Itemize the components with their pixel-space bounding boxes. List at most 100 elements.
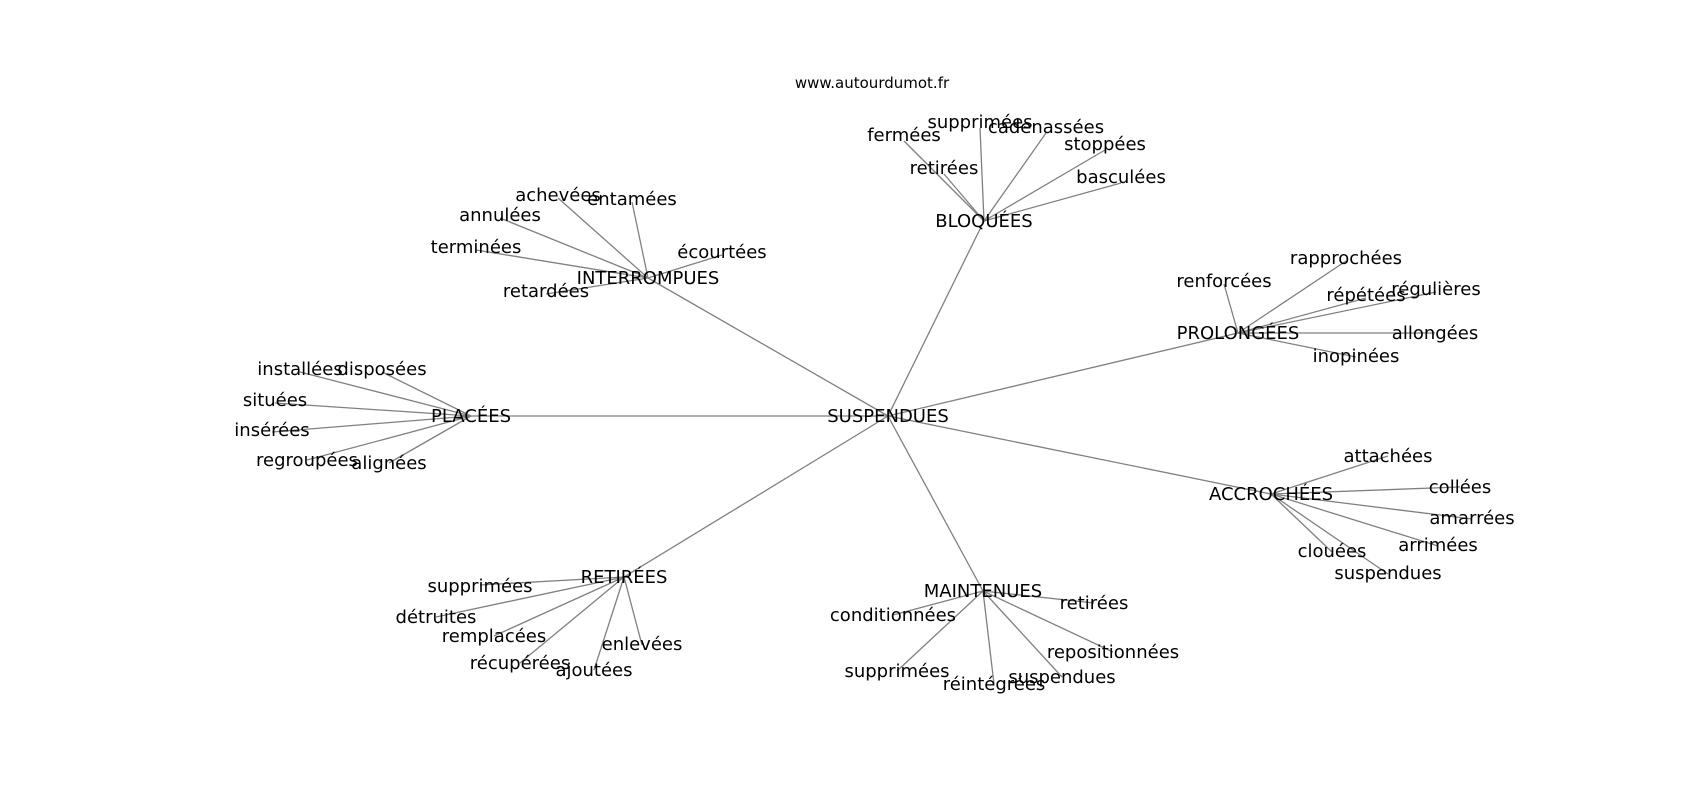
edge-prolongees-repetees xyxy=(1237,297,1367,334)
node-leaf-inopinees[interactable]: inopinées xyxy=(1313,346,1400,367)
node-leaf-repetees[interactable]: répétées xyxy=(1326,285,1405,306)
node-leaf-supprimees[interactable]: supprimées xyxy=(844,661,949,682)
node-leaf-suspendues[interactable]: suspendues xyxy=(1334,563,1441,584)
edge-retirees-recuperees xyxy=(519,576,625,664)
site-credit: www.autourdumot.fr xyxy=(795,74,950,92)
node-leaf-ajoutees[interactable]: ajoutées xyxy=(555,660,632,681)
edge-placees-inserees xyxy=(271,415,472,433)
edge-placees-situees xyxy=(274,402,472,417)
edge-root-accrochees xyxy=(887,415,1272,495)
node-leaf-rapprochees[interactable]: rapprochées xyxy=(1290,248,1402,269)
edge-prolongees-inopinees xyxy=(1237,332,1357,358)
node-leaf-remplacees[interactable]: remplacées xyxy=(442,626,547,647)
graph-edges xyxy=(271,127,1473,685)
edge-maintenues-conditionnees xyxy=(892,590,984,616)
edge-interrompues-annulees xyxy=(499,217,649,279)
edge-root-bloquees xyxy=(887,220,985,417)
edge-maintenues-retirees xyxy=(982,590,1095,604)
edge-placees-regroupees xyxy=(306,415,472,461)
node-leaf-stoppees[interactable]: stoppées xyxy=(1064,134,1146,155)
edge-accrochees-suspendues xyxy=(1270,493,1389,575)
edge-interrompues-achevees xyxy=(557,197,649,279)
edge-root-prolongees xyxy=(887,332,1239,417)
node-leaf-inserees[interactable]: insérées xyxy=(234,420,309,441)
edge-retirees-detruites xyxy=(435,576,625,618)
edge-placees-alignees xyxy=(388,415,472,464)
edge-bloquees-retirees xyxy=(943,173,985,222)
node-leaf-enlevees[interactable]: enlevées xyxy=(602,634,683,655)
edge-maintenues-reintegrees xyxy=(982,590,995,685)
edge-interrompues-retardees xyxy=(545,277,649,295)
node-leaf-ecourtees[interactable]: écourtées xyxy=(677,242,766,263)
edge-root-retirees xyxy=(623,415,889,578)
edge-accrochees-attachees xyxy=(1270,455,1389,495)
node-hub-interrompues[interactable]: INTERROMPUES xyxy=(577,268,720,289)
node-leaf-situees[interactable]: situées xyxy=(243,390,307,411)
node-leaf-cadenassees[interactable]: cadenassées xyxy=(988,117,1104,138)
node-hub-bloquees[interactable]: BLOQUÉES xyxy=(935,210,1032,232)
edge-maintenues-supprimees xyxy=(896,590,984,672)
node-leaf-installees[interactable]: installées xyxy=(257,359,342,380)
edge-accrochees-clouees xyxy=(1270,493,1333,553)
node-leaf-attachees[interactable]: attachées xyxy=(1343,446,1432,467)
node-leaf-suspendues[interactable]: suspendues xyxy=(1008,667,1115,688)
node-hub-maintenues[interactable]: MAINTENUES xyxy=(924,581,1042,602)
edge-placees-disposees xyxy=(381,371,472,417)
edge-interrompues-terminees xyxy=(475,249,649,279)
edge-bloquees-cadenassees xyxy=(983,132,1047,222)
edge-prolongees-renforcees xyxy=(1223,283,1239,334)
edge-bloquees-supprimees xyxy=(979,127,985,222)
node-leaf-collees[interactable]: collées xyxy=(1429,477,1491,498)
edge-root-maintenues xyxy=(887,415,984,592)
node-leaf-alignees[interactable]: alignées xyxy=(351,453,426,474)
node-leaf-reintegrees[interactable]: réintégrées xyxy=(943,674,1046,695)
node-leaf-supprimees[interactable]: supprimées xyxy=(427,576,532,597)
node-hub-prolongees[interactable]: PROLONGÉES xyxy=(1177,322,1300,344)
node-hub-accrochees[interactable]: ACCROCHÉES xyxy=(1209,483,1333,505)
edge-prolongees-regulieres xyxy=(1237,291,1437,334)
node-leaf-renforcees[interactable]: renforcées xyxy=(1176,271,1271,292)
node-leaf-repositionnees[interactable]: repositionnées xyxy=(1047,642,1179,663)
edge-interrompues-entamees xyxy=(631,201,649,279)
edge-accrochees-amarrees xyxy=(1270,493,1473,520)
edge-bloquees-stoppees xyxy=(983,149,1106,222)
node-leaf-terminees[interactable]: terminées xyxy=(431,237,522,258)
edge-accrochees-arrimees xyxy=(1270,493,1439,547)
edge-maintenues-repositionnees xyxy=(982,590,1114,653)
node-leaf-regroupees[interactable]: regroupées xyxy=(256,450,358,471)
edge-bloquees-basculees xyxy=(983,182,1122,222)
edge-retirees-ajoutees xyxy=(593,576,625,671)
node-leaf-retirees[interactable]: retirées xyxy=(910,158,979,179)
node-leaf-annulees[interactable]: annulées xyxy=(459,205,541,226)
edge-maintenues-suspendues xyxy=(982,590,1063,678)
node-leaf-entamees[interactable]: entamées xyxy=(587,189,677,210)
node-leaf-fermees[interactable]: fermées xyxy=(867,125,941,146)
edge-placees-installees xyxy=(299,371,472,417)
node-leaf-retardees[interactable]: retardées xyxy=(503,281,589,302)
edge-bloquees-fermees xyxy=(903,140,985,222)
node-leaf-basculees[interactable]: basculées xyxy=(1076,167,1166,188)
node-leaf-clouees[interactable]: clouées xyxy=(1298,541,1367,562)
node-root-suspendues[interactable]: SUSPENDUES xyxy=(827,406,949,427)
edge-root-interrompues xyxy=(647,277,889,417)
node-leaf-achevees[interactable]: achevées xyxy=(515,185,601,206)
node-leaf-disposees[interactable]: disposées xyxy=(337,359,426,380)
node-leaf-arrimees[interactable]: arrimées xyxy=(1398,535,1478,556)
edge-interrompues-ecourtees xyxy=(647,254,723,279)
node-leaf-supprimees[interactable]: supprimées xyxy=(927,112,1032,133)
edge-retirees-supprimees xyxy=(479,576,625,586)
node-leaf-amarrees[interactable]: amarrées xyxy=(1429,508,1514,529)
node-leaf-conditionnees[interactable]: conditionnées xyxy=(830,605,956,626)
node-hub-placees[interactable]: PLACÉES xyxy=(431,405,511,427)
graph-labels: SUSPENDUESBLOQUÉESferméessuppriméescaden… xyxy=(234,112,1514,695)
node-leaf-detruites[interactable]: détruites xyxy=(396,607,477,628)
node-leaf-regulieres[interactable]: régulières xyxy=(1391,279,1480,300)
edge-accrochees-collees xyxy=(1270,486,1461,495)
node-leaf-retirees[interactable]: retirées xyxy=(1060,593,1129,614)
edge-prolongees-rapprochees xyxy=(1237,260,1347,334)
node-leaf-allongees[interactable]: allongées xyxy=(1392,323,1478,344)
node-leaf-recuperees[interactable]: récupérées xyxy=(470,653,570,674)
edge-retirees-remplacees xyxy=(493,576,625,637)
node-hub-retirees[interactable]: RETIRÉES xyxy=(581,566,668,588)
